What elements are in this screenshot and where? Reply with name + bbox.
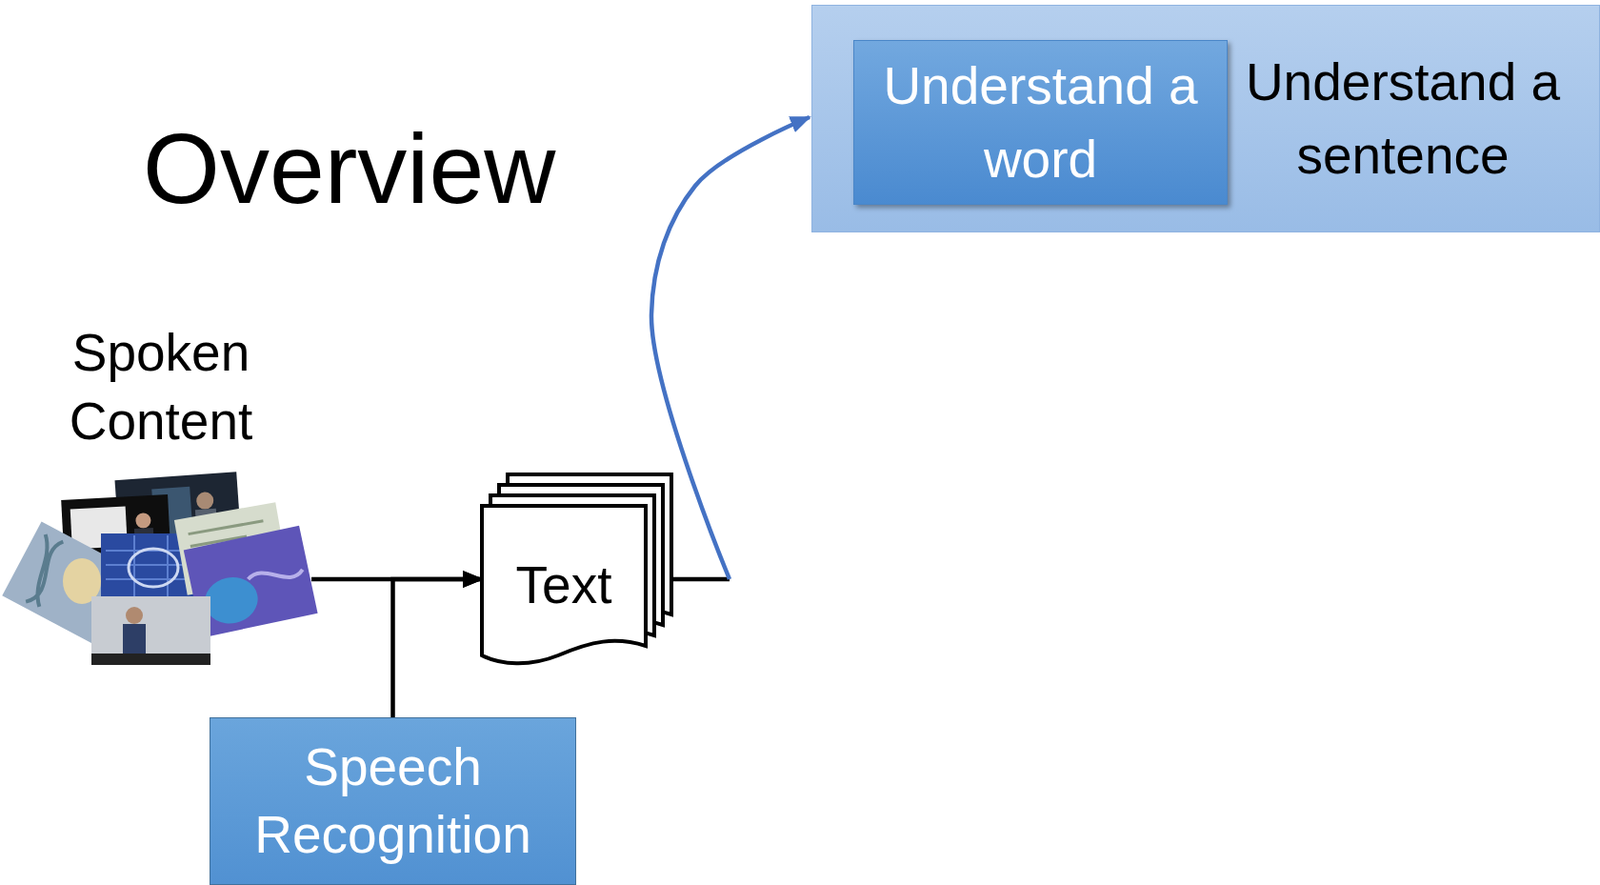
- page-outline: [481, 505, 646, 663]
- title-wrap: Overview: [142, 109, 556, 229]
- video-collage: [10, 474, 312, 665]
- slide-title: Overview: [142, 109, 556, 229]
- document-shape: Text: [481, 474, 672, 664]
- node-label: Understand a word: [854, 49, 1227, 197]
- media-source: Spoken Content: [10, 319, 312, 664]
- connector-line: [671, 577, 730, 582]
- node-label: Speech Recognition: [210, 733, 576, 870]
- connector-arrow: [393, 579, 483, 718]
- video-thumbnail: [91, 596, 211, 665]
- topic-band: Understand a sentenceUnderstand a word: [811, 4, 1600, 233]
- connector-line: [393, 579, 483, 718]
- connector-arrow: [651, 117, 810, 580]
- node-label: Text: [481, 553, 646, 617]
- connector-line: [651, 117, 810, 580]
- process-box: Speech Recognition: [209, 717, 577, 885]
- node-label: Spoken Content: [18, 319, 304, 456]
- node-label: Understand a sentence: [1240, 45, 1565, 193]
- process-box: Understand a word: [853, 40, 1228, 205]
